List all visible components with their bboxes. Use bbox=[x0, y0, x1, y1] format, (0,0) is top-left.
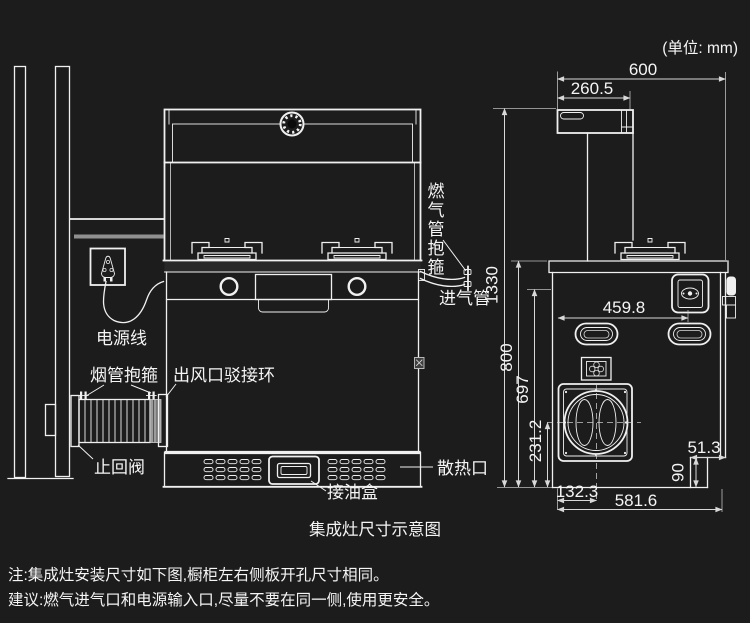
vent-slots bbox=[327, 467, 386, 473]
burner-left bbox=[191, 237, 263, 261]
exhaust-duct bbox=[70, 391, 169, 448]
side-handle-slot-left bbox=[574, 322, 619, 346]
pipe-clamp-right bbox=[146, 391, 157, 400]
dim-581-6: 581.6 bbox=[615, 491, 658, 510]
label-intake-pipe: 进气管 bbox=[439, 289, 490, 308]
wall-duct-hole bbox=[44, 403, 57, 437]
dim-459-8: 459.8 bbox=[603, 298, 646, 317]
vent-slots bbox=[203, 467, 262, 473]
dimension-annotations: 600 260.5 1330 800 697 231.2 132.3 581.6… bbox=[483, 60, 726, 513]
side-handle-slot-right bbox=[667, 322, 712, 346]
unit-note: (单位: mm) bbox=[662, 39, 738, 57]
part-labels: (单位: mm) 电源线 烟管抱箍 出风口驳接环 止回阀 接油盒 散热口 燃 气… bbox=[77, 39, 738, 502]
label-power-cord: 电源线 bbox=[96, 329, 147, 348]
plug-icon bbox=[101, 255, 115, 278]
control-knob-right bbox=[347, 277, 367, 297]
dim-231-2: 231.2 bbox=[526, 420, 545, 463]
stove-outlet-plate bbox=[157, 393, 169, 448]
power-socket bbox=[89, 247, 126, 286]
oil-collection-box bbox=[268, 455, 320, 485]
check-valve-flange bbox=[70, 394, 80, 448]
side-view bbox=[547, 109, 736, 503]
dim-51-3: 51.3 bbox=[687, 438, 720, 457]
power-cord-line bbox=[102, 280, 165, 324]
svg-text:抱: 抱 bbox=[428, 239, 445, 258]
dim-260-5: 260.5 bbox=[571, 79, 614, 98]
outlet-connection-ring bbox=[149, 399, 162, 443]
display-panel-lower bbox=[258, 299, 329, 313]
wall-board-outer bbox=[13, 65, 27, 479]
svg-text:气: 气 bbox=[428, 201, 445, 220]
gas-valve-box bbox=[580, 356, 612, 381]
gas-intake-pipe bbox=[418, 265, 472, 291]
svg-text:管: 管 bbox=[428, 220, 445, 239]
dim-697: 697 bbox=[513, 375, 532, 403]
power-inlet-socket bbox=[671, 273, 710, 314]
gas-pipe-clamp-icon bbox=[463, 265, 472, 291]
side-chimney-column bbox=[586, 132, 634, 262]
side-head bbox=[556, 109, 634, 134]
side-body bbox=[551, 271, 727, 489]
side-counter-slab bbox=[548, 260, 729, 274]
label-oil-box: 接油盒 bbox=[327, 483, 378, 502]
display-panel bbox=[254, 273, 333, 301]
head-vent-slot bbox=[560, 112, 584, 120]
front-view bbox=[7, 65, 472, 488]
note-line-2: 建议:燃气进气口和电源输入口,尽量不要在同一侧,使用更安全。 bbox=[8, 591, 439, 609]
diagram-caption: 集成灶尺寸示意图 bbox=[309, 520, 441, 539]
gas-inlet-fitting bbox=[722, 276, 736, 319]
dim-600: 600 bbox=[629, 60, 657, 79]
rear-foot-block bbox=[689, 456, 709, 489]
burner-right bbox=[321, 237, 393, 261]
label-smoke-pipe-clamp: 烟管抱箍 bbox=[90, 366, 158, 385]
wall-panels bbox=[7, 65, 165, 480]
dim-1330: 1330 bbox=[483, 266, 502, 304]
dim-132-3: 132.3 bbox=[556, 482, 599, 501]
vent-slots bbox=[327, 475, 386, 481]
stove-front-body bbox=[162, 108, 425, 488]
door-side-fitting bbox=[414, 357, 425, 369]
hob-edge-band bbox=[164, 261, 421, 272]
svg-text:燃: 燃 bbox=[428, 182, 445, 201]
control-knob-left bbox=[219, 277, 239, 297]
dim-800: 800 bbox=[497, 343, 516, 371]
label-outlet-ring: 出风口驳接环 bbox=[173, 366, 275, 385]
vent-slots bbox=[203, 475, 262, 481]
bottom-vent-band bbox=[162, 451, 423, 488]
burner-side-profile bbox=[614, 237, 686, 261]
label-gas-pipe-clamp: 燃 气 管 抱 箍 bbox=[428, 182, 445, 277]
vent-slots bbox=[203, 459, 262, 465]
hood-screen-sides bbox=[163, 161, 422, 262]
dim-90: 90 bbox=[669, 463, 688, 482]
wall-board-inner bbox=[54, 65, 71, 478]
svg-text:箍: 箍 bbox=[428, 258, 445, 277]
door-sides bbox=[165, 299, 420, 453]
note-line-1: 注:集成灶安装尺寸如下图,橱柜左右侧板开孔尺寸相同。 bbox=[8, 566, 389, 584]
vent-slots bbox=[327, 459, 386, 465]
hood-motor-vent-icon bbox=[279, 111, 305, 137]
fan-unit bbox=[547, 383, 641, 503]
valve-flower-icon bbox=[589, 361, 604, 377]
control-panel bbox=[165, 271, 420, 313]
label-heat-vent: 散热口 bbox=[437, 459, 488, 478]
label-check-valve: 止回阀 bbox=[94, 458, 145, 477]
